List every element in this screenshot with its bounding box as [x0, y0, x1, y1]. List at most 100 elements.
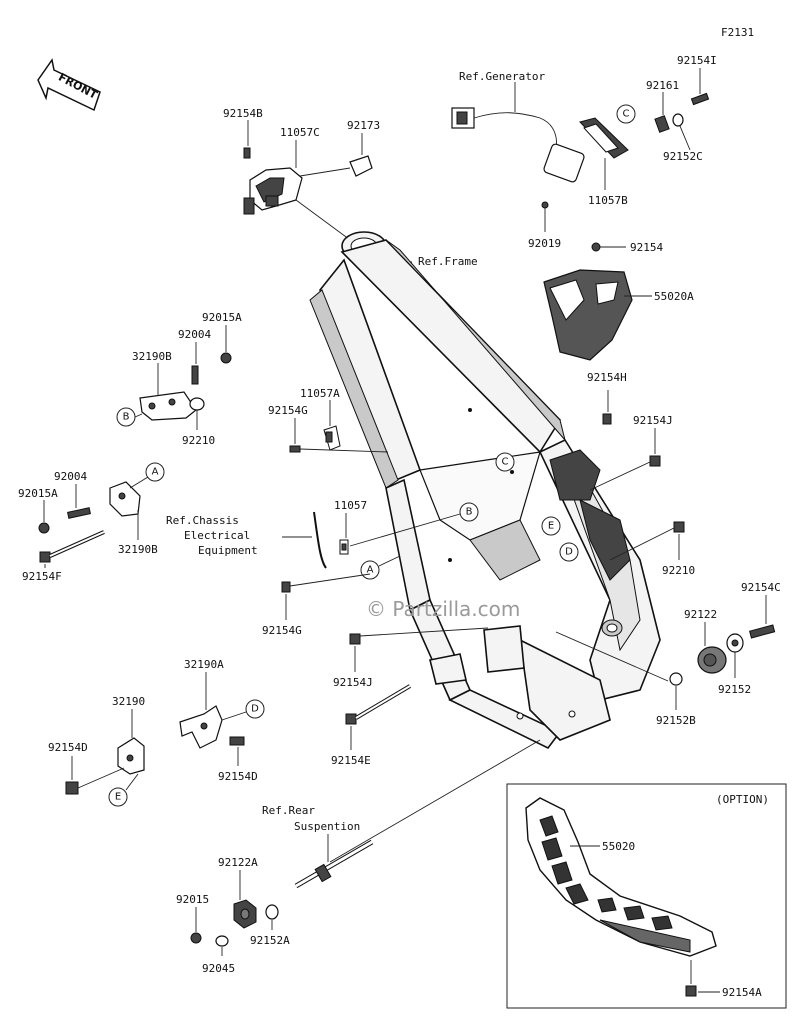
- ref-circle-d-frame: [559, 542, 579, 562]
- bracket-11057B[interactable]: [579, 117, 629, 159]
- clamp-11057[interactable]: [339, 539, 349, 555]
- label-55020A: 55020A: [654, 290, 694, 303]
- label-92015: 92015: [176, 893, 209, 906]
- label-92154G-top: 92154G: [268, 404, 308, 417]
- svg-text:A: A: [367, 565, 374, 576]
- svg-text:C: C: [502, 457, 509, 468]
- nut-92015A-mid[interactable]: [38, 522, 50, 534]
- damper-92122[interactable]: [697, 646, 727, 674]
- label-92154H: 92154H: [587, 371, 627, 384]
- ref-circle-e-frame: [541, 516, 561, 536]
- bolt-92154B[interactable]: [243, 147, 251, 159]
- bolt-92154H[interactable]: [602, 413, 612, 425]
- label-ref-chassis-3: Equipment: [198, 544, 258, 557]
- bracket-32190B-mid[interactable]: [109, 481, 141, 517]
- option-box: [506, 783, 787, 1009]
- cable-tie[interactable]: [313, 511, 327, 569]
- svg-text:C: C: [623, 109, 630, 120]
- figure-code: F2131: [721, 26, 754, 39]
- label-11057B: 11057B: [588, 194, 628, 207]
- label-92154D-left: 92154D: [48, 741, 88, 754]
- clamp-11057A[interactable]: [323, 425, 341, 451]
- label-11057A: 11057A: [300, 387, 340, 400]
- ref-circle-e-left: [108, 787, 128, 807]
- svg-text:D: D: [251, 704, 259, 715]
- bolt-92154E[interactable]: [345, 684, 412, 725]
- bracket-32190[interactable]: [117, 737, 145, 775]
- label-11057: 11057: [334, 499, 367, 512]
- ref-circle-d-left: [245, 699, 265, 719]
- label-92152C: 92152C: [663, 150, 703, 163]
- svg-text:B: B: [123, 412, 130, 423]
- damper-92122A[interactable]: [233, 899, 257, 929]
- ref-circle-a-left: [145, 462, 165, 482]
- label-92154J-bot: 92154J: [333, 676, 373, 689]
- bolt-92154A[interactable]: [685, 985, 697, 997]
- label-92210-right: 92210: [662, 564, 695, 577]
- collar-92210-left[interactable]: [189, 397, 205, 411]
- bracket-11057C[interactable]: [243, 167, 303, 215]
- bolt-92154I[interactable]: [690, 92, 710, 106]
- stud-92004-mid[interactable]: [67, 507, 91, 519]
- collar-92210-right[interactable]: [673, 521, 685, 533]
- bolt-92154C[interactable]: [749, 624, 776, 639]
- bolt-92154D-right[interactable]: [229, 736, 245, 746]
- svg-text:B: B: [466, 507, 473, 518]
- bolt-92154G-top[interactable]: [289, 445, 301, 453]
- label-ref-chassis-1: Ref.Chassis: [166, 514, 239, 527]
- bolt-92154J-top[interactable]: [649, 455, 661, 467]
- collar-92152[interactable]: [726, 633, 744, 653]
- bracket-32190B-top[interactable]: [139, 391, 197, 421]
- label-92122A: 92122A: [218, 856, 258, 869]
- label-92154B: 92154B: [223, 107, 263, 120]
- ref-circle-c-top: [616, 104, 636, 124]
- label-92154F: 92154F: [22, 570, 62, 583]
- label-92154D-right: 92154D: [218, 770, 258, 783]
- label-92015A-top: 92015A: [202, 311, 242, 324]
- label-32190B-mid: 32190B: [118, 543, 158, 556]
- label-92152B: 92152B: [656, 714, 696, 727]
- main-frame[interactable]: [309, 231, 661, 750]
- spring-92161[interactable]: [654, 115, 670, 133]
- collar-92152C[interactable]: [672, 113, 684, 127]
- shaft-ref-rear[interactable]: [294, 839, 374, 889]
- bolt-92154[interactable]: [591, 242, 601, 252]
- label-92045: 92045: [202, 962, 235, 975]
- label-92019: 92019: [528, 237, 561, 250]
- cover-92173[interactable]: [349, 155, 373, 177]
- clip-92019[interactable]: [541, 201, 549, 209]
- label-92154: 92154: [630, 241, 663, 254]
- washer-92045[interactable]: [215, 935, 229, 947]
- bolt-92154D-left[interactable]: [65, 781, 79, 795]
- frame-guard-55020A[interactable]: [543, 269, 633, 361]
- svg-text:A: A: [152, 467, 159, 478]
- label-32190A: 32190A: [184, 658, 224, 671]
- label-55020: 55020: [602, 840, 635, 853]
- label-92210-left: 92210: [182, 434, 215, 447]
- bolt-92154G-bot[interactable]: [281, 581, 291, 593]
- label-92152A: 92152A: [250, 934, 290, 947]
- generator-harness[interactable]: [451, 107, 585, 183]
- skid-plate-55020[interactable]: [525, 797, 717, 957]
- label-92154C: 92154C: [741, 581, 781, 594]
- bolt-92154J-bot[interactable]: [349, 633, 361, 645]
- svg-text:E: E: [115, 792, 121, 803]
- bolt-92154F[interactable]: [39, 530, 105, 563]
- front-arrow-icon: FRONT: [37, 58, 101, 112]
- label-32190B-top: 32190B: [132, 350, 172, 363]
- label-92004-mid: 92004: [54, 470, 87, 483]
- watermark: © Partzilla.com: [366, 597, 520, 621]
- label-92122: 92122: [684, 608, 717, 621]
- label-92154A: 92154A: [722, 986, 762, 999]
- label-92161: 92161: [646, 79, 679, 92]
- nut-92015[interactable]: [190, 932, 202, 944]
- collar-92152B[interactable]: [669, 672, 683, 686]
- stud-92004-top[interactable]: [191, 365, 199, 385]
- label-92173: 92173: [347, 119, 380, 132]
- label-92154I: 92154I: [677, 54, 717, 67]
- nut-92015A-top[interactable]: [220, 352, 232, 364]
- ref-circle-c-frame: [495, 452, 515, 472]
- bracket-32190A[interactable]: [179, 705, 223, 749]
- collar-92152A[interactable]: [265, 904, 279, 920]
